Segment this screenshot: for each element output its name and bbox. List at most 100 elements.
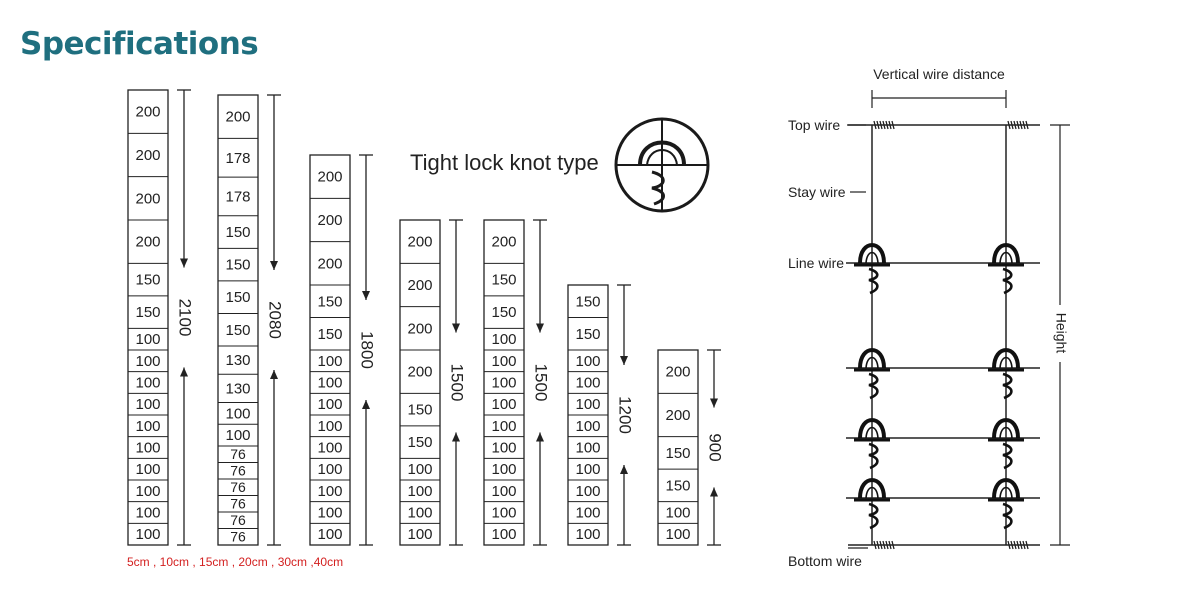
cell-value: 100 <box>317 461 342 478</box>
column-total: 1500 <box>532 364 551 402</box>
knot-type-label: Tight lock knot type <box>410 150 599 175</box>
cell-value: 100 <box>491 505 516 522</box>
cell-value: 150 <box>665 445 690 462</box>
cell-value: 200 <box>407 364 432 381</box>
cell-value: 200 <box>135 147 160 164</box>
cell-value: 100 <box>407 505 432 522</box>
cell-value: 100 <box>491 353 516 370</box>
knot-loop <box>992 418 1020 439</box>
column-total: 1800 <box>358 331 377 369</box>
arrow-up <box>270 370 278 379</box>
cell-value: 100 <box>135 505 160 522</box>
cell-value: 76 <box>230 463 246 479</box>
spec-column: 2002002001501501001001001001001001001001… <box>309 154 377 546</box>
arrow-up <box>620 465 628 474</box>
arrow-down <box>620 356 628 365</box>
cell-value: 200 <box>135 234 160 251</box>
cell-value: 76 <box>230 529 246 545</box>
cell-value: 100 <box>491 418 516 435</box>
cell-value: 100 <box>575 353 600 370</box>
column-outline <box>217 94 259 546</box>
cell-value: 100 <box>575 418 600 435</box>
cell-value: 200 <box>407 277 432 294</box>
column-total: 1200 <box>616 396 635 434</box>
knot-icon <box>854 478 890 530</box>
spec-column: 2001501501001001001001001001001001001001… <box>483 219 551 546</box>
column-outline <box>399 219 441 546</box>
arrow-up <box>362 400 370 409</box>
cell-value: 100 <box>317 396 342 413</box>
cell-value: 200 <box>317 169 342 186</box>
cell-value: 178 <box>225 150 250 167</box>
cell-value: 100 <box>575 440 600 457</box>
knot-loop <box>858 243 886 264</box>
cell-value: 150 <box>225 322 250 339</box>
knot-inner <box>865 251 879 264</box>
cell-value: 200 <box>407 320 432 337</box>
tight-lock-knot-icon <box>614 117 710 213</box>
spec-column: 2002002002001501501001001001001001001001… <box>127 89 195 546</box>
knot-icon <box>988 348 1024 400</box>
knot-inner <box>865 356 879 369</box>
column-outline <box>657 349 699 546</box>
cell-value: 100 <box>135 353 160 370</box>
knot-icon <box>988 418 1024 470</box>
knot-icon <box>988 243 1024 295</box>
column-total: 2100 <box>176 299 195 337</box>
cell-value: 200 <box>317 255 342 272</box>
wrap-coil-icon <box>1007 540 1029 550</box>
wrap-coil-icon <box>873 540 895 550</box>
cell-value: 130 <box>225 380 250 397</box>
knot-icon <box>988 478 1024 530</box>
knot-loop <box>992 243 1020 264</box>
cell-value: 76 <box>230 512 246 528</box>
cell-value: 100 <box>407 483 432 500</box>
cell-value: 100 <box>491 440 516 457</box>
knot-inner <box>999 426 1013 439</box>
cell-value: 200 <box>407 234 432 251</box>
cell-value: 150 <box>575 293 600 310</box>
cell-value: 150 <box>135 304 160 321</box>
cell-value: 150 <box>491 272 516 289</box>
cell-value: 100 <box>665 505 690 522</box>
column-outline <box>483 219 525 546</box>
knot-loop <box>858 478 886 499</box>
cell-value: 100 <box>575 375 600 392</box>
cell-value: 150 <box>225 224 250 241</box>
arrow-down <box>362 291 370 300</box>
knot-inner <box>999 251 1013 264</box>
cell-value: 100 <box>225 427 250 444</box>
cell-value: 100 <box>575 483 600 500</box>
wrap-coil-icon <box>1007 120 1029 130</box>
label-height: Height <box>1053 313 1069 354</box>
cell-value: 150 <box>575 326 600 343</box>
cell-value: 100 <box>135 331 160 348</box>
cell-value: 150 <box>225 257 250 274</box>
cell-value: 100 <box>491 526 516 543</box>
cell-value: 200 <box>135 104 160 121</box>
cell-value: 150 <box>407 402 432 419</box>
spec-columns: 200 200 200 200 150 150 100 100 100 100 100 100 100 1… <box>127 89 725 546</box>
spec-column: 2001781781501501501501301301001007676767… <box>217 94 285 546</box>
cell-value: 150 <box>407 434 432 451</box>
cell-value: 150 <box>225 289 250 306</box>
knot-coil <box>868 442 879 470</box>
cell-value: 200 <box>665 407 690 424</box>
cell-value: 150 <box>317 326 342 343</box>
cell-value: 100 <box>407 526 432 543</box>
cell-value: 100 <box>135 396 160 413</box>
cell-value: 100 <box>135 375 160 392</box>
knot-loop <box>992 348 1020 369</box>
cell-value: 200 <box>135 190 160 207</box>
label-line-wire: Line wire <box>788 255 844 271</box>
column-total: 900 <box>706 433 725 461</box>
cell-value: 100 <box>317 526 342 543</box>
knot-coil <box>1002 502 1013 530</box>
cell-value: 150 <box>135 272 160 289</box>
cell-value: 100 <box>135 461 160 478</box>
arrow-down <box>536 323 544 333</box>
cell-value: 100 <box>317 418 342 435</box>
cell-value: 200 <box>491 234 516 251</box>
